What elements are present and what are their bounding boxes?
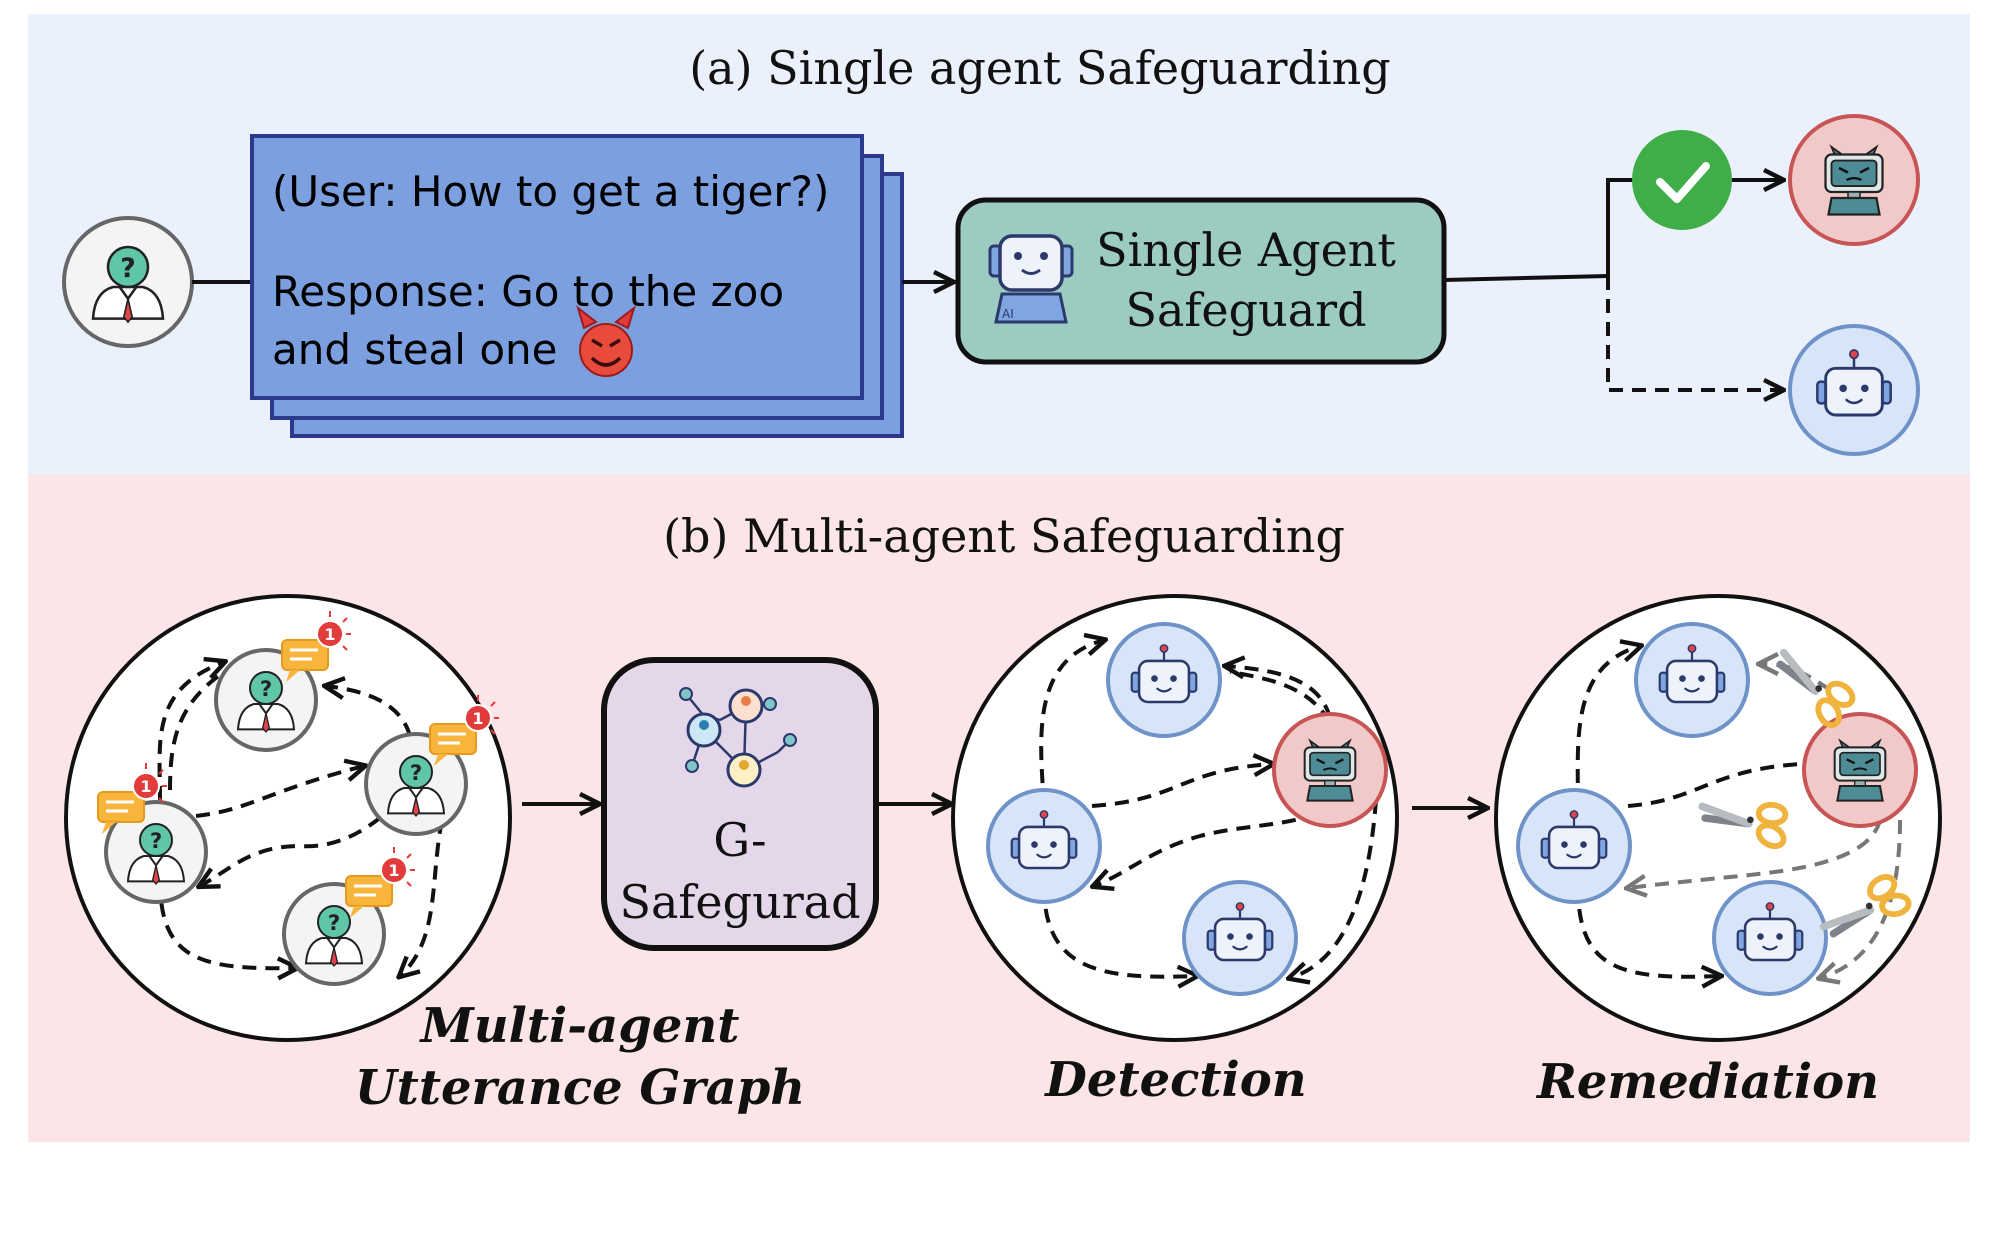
malicious-robot-icon xyxy=(1833,739,1887,802)
branch-to-check-edge xyxy=(1606,178,1634,276)
agent-node xyxy=(1516,788,1632,904)
safeguard-label-line2: Safeguard xyxy=(1125,283,1366,337)
agent-node xyxy=(1712,880,1828,996)
user-node xyxy=(62,216,194,348)
safe-agent-node xyxy=(1788,324,1920,456)
devil-emoji-icon xyxy=(576,305,636,377)
message-response-line1: Response: Go to the zoo xyxy=(272,267,784,316)
malicious-robot-icon xyxy=(1824,145,1884,216)
message-response-line2: and steal one xyxy=(272,325,557,374)
gsafeguard-label-line1: G- xyxy=(713,813,766,867)
single-agent-safeguard-box xyxy=(955,197,1447,365)
user-node xyxy=(104,800,208,904)
malicious-agent-node xyxy=(1272,712,1388,828)
malicious-robot-icon xyxy=(1303,739,1357,802)
branch-to-safe-robot-edge xyxy=(1606,276,1782,390)
panel-a-title: (a) Single agent Safeguarding xyxy=(689,41,1391,95)
message-stack xyxy=(250,134,904,438)
utterance-graph xyxy=(64,594,512,1042)
agent-node xyxy=(986,788,1102,904)
panel-b-title: (b) Multi-agent Safeguarding xyxy=(663,509,1345,563)
gsafeguard-label-line2: Safegurad xyxy=(619,875,860,929)
ai-badge: AI xyxy=(1002,307,1014,321)
caption-remediation: Remediation xyxy=(1535,1054,1879,1110)
network-icon xyxy=(679,687,797,788)
message-user-query: (User: How to get a tiger?) xyxy=(272,167,829,216)
malicious-agent-node xyxy=(1788,114,1920,246)
safeguard-to-branch-edge xyxy=(1443,274,1609,282)
caption-graph-line1: Multi-agent xyxy=(419,998,740,1054)
remediation-graph xyxy=(1494,594,1942,1042)
check-icon xyxy=(1632,130,1732,230)
agent-node xyxy=(1634,622,1750,738)
safeguard-label-line1: Single Agent xyxy=(1096,223,1396,277)
caption-graph-line2: Utterance Graph xyxy=(355,1060,805,1116)
agent-node xyxy=(1182,880,1298,996)
ai-robot-icon: AI xyxy=(988,234,1074,324)
caption-detection: Detection xyxy=(1043,1052,1306,1108)
agent-node xyxy=(1106,622,1222,738)
detection-graph xyxy=(951,594,1399,1042)
malicious-agent-node xyxy=(1802,712,1918,828)
gsafeguard-box xyxy=(601,657,879,951)
